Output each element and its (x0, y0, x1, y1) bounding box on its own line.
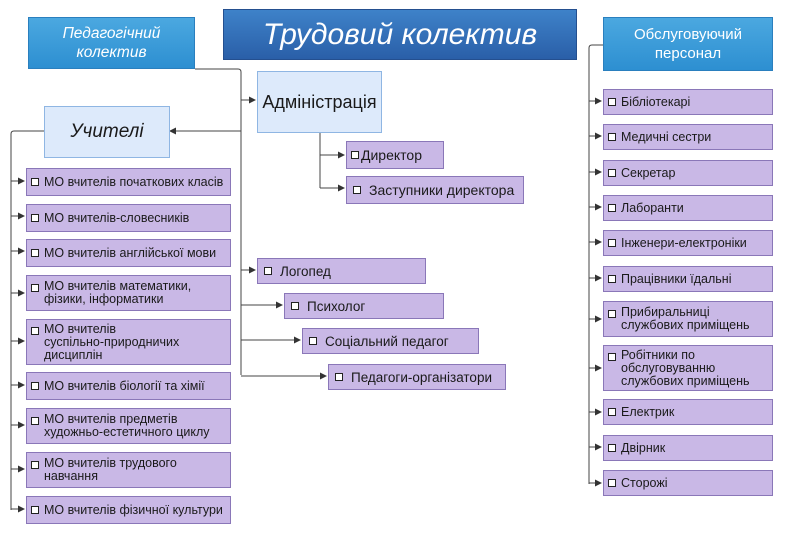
square-bullet-icon (31, 178, 39, 186)
square-bullet-icon (351, 151, 359, 159)
square-bullet-icon (608, 169, 616, 177)
square-bullet-icon (291, 302, 299, 310)
service-staff-box: Обслуговуючий персонал (603, 17, 773, 71)
square-bullet-icon (31, 214, 39, 222)
teacher-group-item: МО вчителів біології та хімії (26, 372, 231, 400)
square-bullet-icon (31, 461, 39, 469)
teacher-group-item: МО вчителів фізичної культури (26, 496, 231, 524)
teacher-group-item: МО вчителів трудового навчання (26, 452, 231, 488)
specialist-item: Психолог (284, 293, 444, 319)
square-bullet-icon (608, 204, 616, 212)
square-bullet-icon (608, 98, 616, 106)
service-staff-item: Прибиральниці службових приміщень (603, 301, 773, 337)
square-bullet-icon (608, 479, 616, 487)
administration-box: Адміністрація (257, 71, 382, 133)
square-bullet-icon (608, 275, 616, 283)
service-staff-item: Сторожі (603, 470, 773, 496)
service-staff-item: Лаборанти (603, 195, 773, 221)
service-staff-item: Бібліотекарі (603, 89, 773, 115)
administration-item: Заступники директора (346, 176, 524, 204)
service-staff-item: Секретар (603, 160, 773, 186)
square-bullet-icon (608, 353, 616, 361)
teacher-group-item: МО вчителів суспільно-природничих дисцип… (26, 319, 231, 365)
square-bullet-icon (309, 337, 317, 345)
service-staff-item: Інженери-електроніки (603, 230, 773, 256)
pedagogical-collective-box: Педагогічний колектив (28, 17, 195, 69)
service-staff-item: Працівники їдальні (603, 266, 773, 292)
square-bullet-icon (31, 327, 39, 335)
square-bullet-icon (608, 133, 616, 141)
square-bullet-icon (608, 239, 616, 247)
teacher-group-item: МО вчителів англійської мови (26, 239, 231, 267)
square-bullet-icon (31, 284, 39, 292)
square-bullet-icon (335, 373, 343, 381)
square-bullet-icon (31, 506, 39, 514)
page-title: Трудовий колектив (223, 9, 577, 60)
teacher-group-item: МО вчителів предметів художньо-естетично… (26, 408, 231, 444)
specialist-item: Логопед (257, 258, 426, 284)
pedagogical-collective-label: Педагогічний колектив (62, 25, 161, 61)
administration-item: Директор (346, 141, 444, 169)
square-bullet-icon (264, 267, 272, 275)
page-title-text: Трудовий колектив (262, 17, 538, 51)
square-bullet-icon (31, 382, 39, 390)
teachers-box: Учителі (44, 106, 170, 158)
specialist-item: Соціальний педагог (302, 328, 479, 354)
service-staff-item: Робітники по обслуговуванню службових пр… (603, 345, 773, 391)
square-bullet-icon (31, 417, 39, 425)
teacher-group-item: МО вчителів-словесників (26, 204, 231, 232)
service-staff-label: Обслуговуючий персонал (634, 26, 742, 62)
square-bullet-icon (608, 408, 616, 416)
service-staff-item: Медичні сестри (603, 124, 773, 150)
square-bullet-icon (353, 186, 361, 194)
service-staff-item: Двірник (603, 435, 773, 461)
teacher-group-item: МО вчителів математики, фізики, інформат… (26, 275, 231, 311)
teacher-group-item: МО вчителів початкових класів (26, 168, 231, 196)
square-bullet-icon (608, 310, 616, 318)
square-bullet-icon (31, 249, 39, 257)
specialist-item: Педагоги-організатори (328, 364, 506, 390)
square-bullet-icon (608, 444, 616, 452)
administration-label: Адміністрація (262, 91, 377, 112)
teachers-label: Учителі (70, 121, 144, 142)
service-staff-item: Електрик (603, 399, 773, 425)
